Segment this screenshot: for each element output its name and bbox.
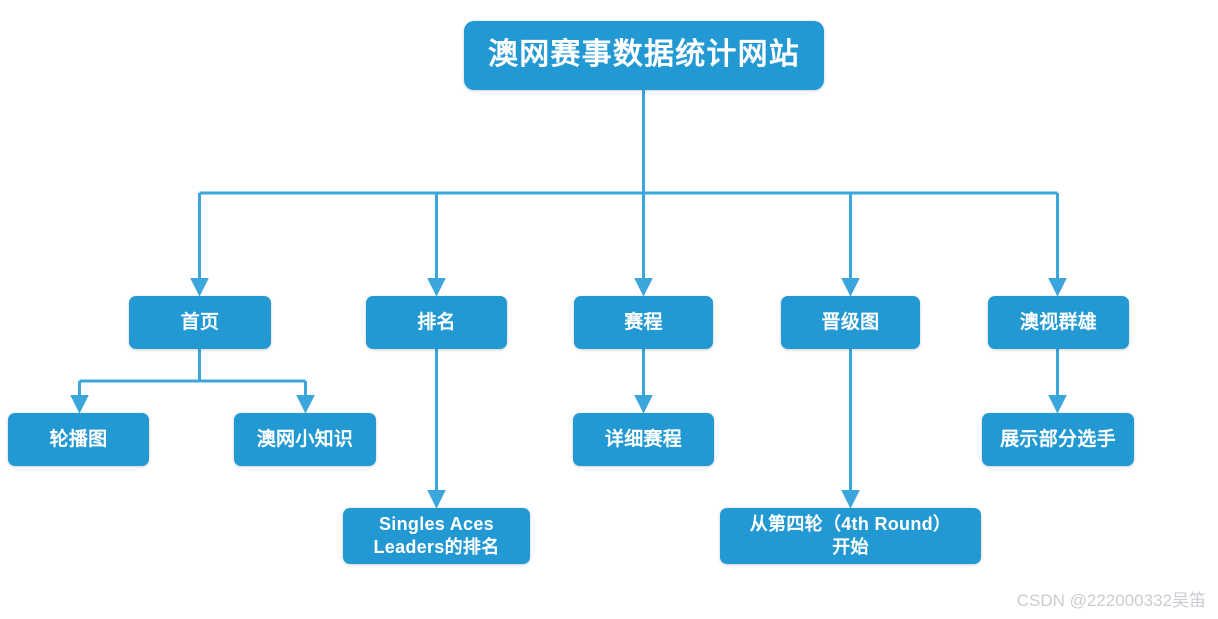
node-players[interactable]: 澳视群雄: [988, 296, 1129, 349]
node-home-label: 首页: [180, 311, 220, 333]
node-root[interactable]: 澳网赛事数据统计网站: [464, 21, 824, 90]
node-round4-start[interactable]: 从第四轮（4th Round） 开始: [720, 508, 981, 564]
node-showcase-players-label: 展示部分选手: [1000, 428, 1116, 450]
node-home[interactable]: 首页: [129, 296, 271, 349]
node-schedule-label: 赛程: [624, 311, 663, 333]
node-carousel[interactable]: 轮播图: [8, 413, 149, 466]
node-showcase-players[interactable]: 展示部分选手: [982, 413, 1134, 466]
node-schedule[interactable]: 赛程: [574, 296, 713, 349]
node-round4-start-label: 从第四轮（4th Round） 开始: [749, 513, 952, 557]
node-bracket[interactable]: 晋级图: [781, 296, 920, 349]
node-players-label: 澳视群雄: [1019, 311, 1098, 333]
node-aces-ranking[interactable]: Singles Aces Leaders的排名: [343, 508, 530, 564]
node-trivia[interactable]: 澳网小知识: [234, 413, 376, 466]
watermark: CSDN @222000332吴笛: [1016, 591, 1206, 610]
node-detailed-schedule-label: 详细赛程: [604, 428, 683, 450]
node-aces-ranking-label: Singles Aces Leaders的排名: [373, 513, 500, 557]
node-trivia-label: 澳网小知识: [256, 428, 354, 450]
node-carousel-label: 轮播图: [49, 428, 108, 450]
node-root-label: 澳网赛事数据统计网站: [488, 38, 800, 72]
node-bracket-label: 晋级图: [821, 311, 880, 333]
node-detailed-schedule[interactable]: 详细赛程: [573, 413, 714, 466]
node-ranking[interactable]: 排名: [366, 296, 507, 349]
node-ranking-label: 排名: [417, 311, 456, 333]
